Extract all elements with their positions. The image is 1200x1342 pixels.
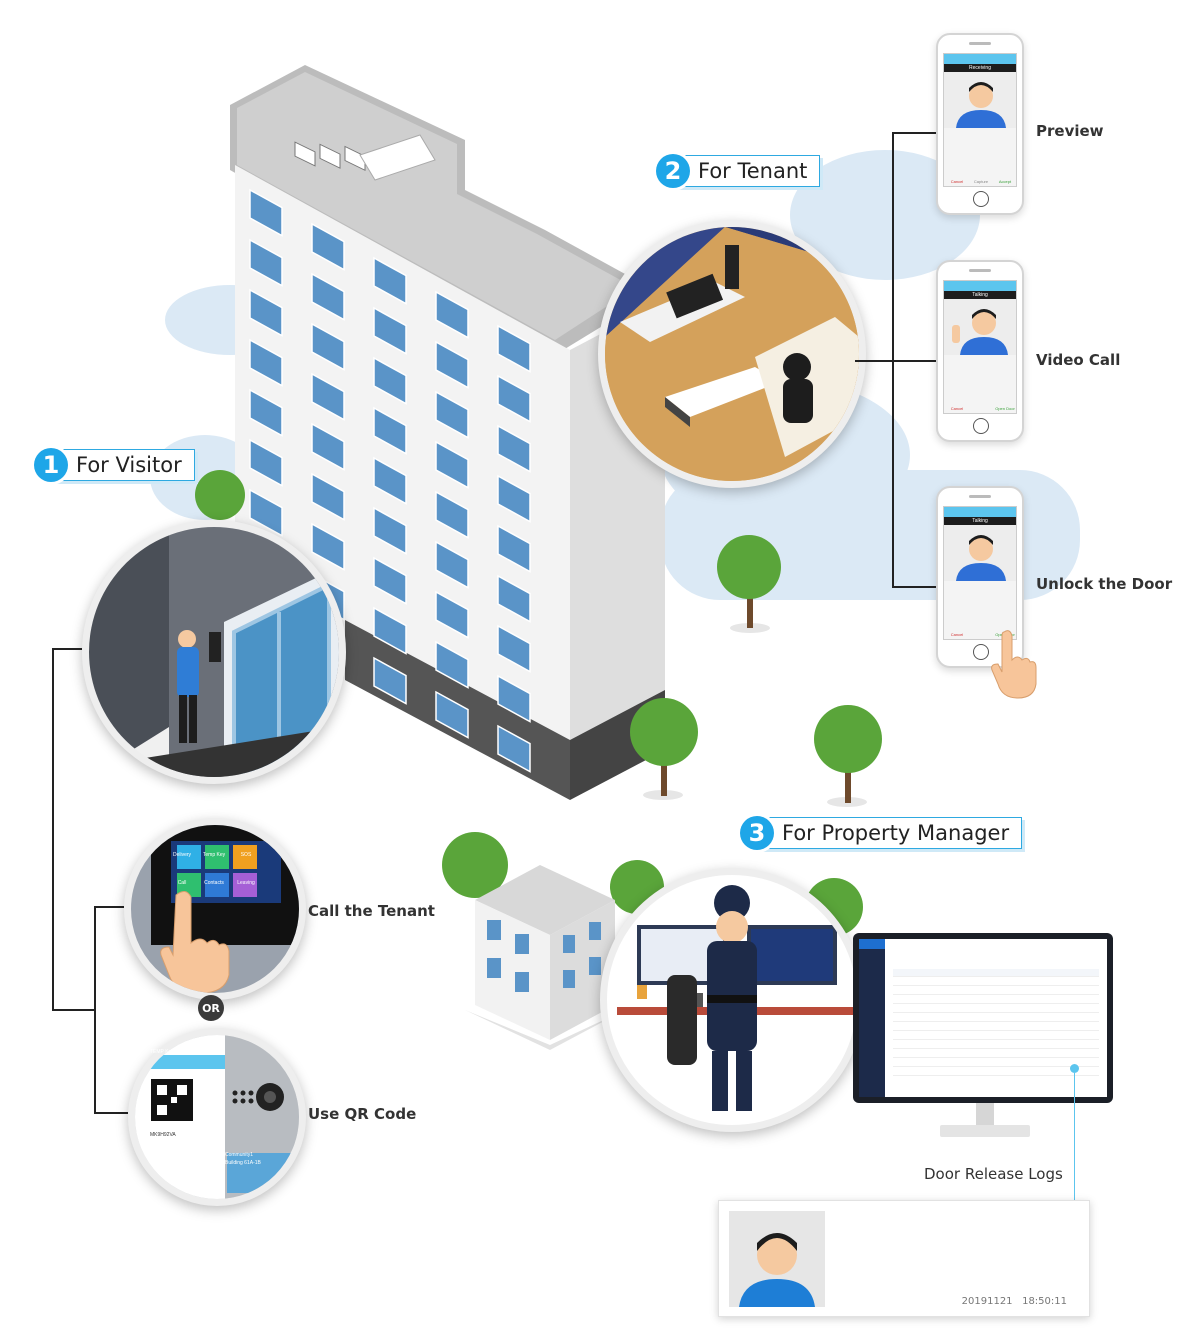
table-row xyxy=(893,1059,1099,1067)
cancel-button[interactable]: Cancel xyxy=(950,406,964,411)
connector-line xyxy=(94,1112,128,1114)
tile-captions: Delivery Temp Key SOS Call Contacts Leav… xyxy=(166,852,262,886)
visitor-photo xyxy=(729,1211,825,1307)
tree xyxy=(628,698,700,803)
call-state: Receiving xyxy=(944,64,1016,72)
qr-building: Building 61A-1B xyxy=(225,1160,261,1166)
indoor-panel-scene xyxy=(124,818,306,1000)
visitor-door-scene xyxy=(82,520,346,784)
connector-line xyxy=(892,132,894,587)
home-button-icon xyxy=(973,644,989,660)
role-label: For Tenant xyxy=(676,155,821,187)
connector-line xyxy=(94,906,96,1113)
connector-line xyxy=(892,360,936,362)
phone-unlock-door: Talking Cancel Open Door xyxy=(936,486,1024,668)
table-row xyxy=(893,996,1099,1004)
tile-caption[interactable]: Call xyxy=(177,880,187,886)
role-number: 2 xyxy=(656,154,690,188)
monitor xyxy=(853,933,1113,1103)
home-button-icon xyxy=(973,418,989,434)
role-tag-property-manager: 3 For Property Manager xyxy=(740,816,1023,850)
role-tag-tenant: 2 For Tenant xyxy=(656,154,821,188)
role-tag-visitor: 1 For Visitor xyxy=(34,448,195,482)
visitor-video xyxy=(944,72,1016,128)
table-row xyxy=(893,1005,1099,1013)
door-release-logs-label: Door Release Logs xyxy=(924,1165,1063,1183)
tile-caption[interactable]: Leaving xyxy=(237,880,255,886)
table-row xyxy=(893,978,1099,986)
call-state: Talking xyxy=(944,517,1016,525)
step-label: Preview xyxy=(1036,122,1104,140)
logs-topbar xyxy=(859,939,885,949)
log-record-card: 20191121 18:50:11 xyxy=(718,1200,1090,1317)
cancel-button[interactable]: Cancel xyxy=(950,179,964,184)
tree xyxy=(442,832,510,912)
property-manager-scene xyxy=(600,868,864,1132)
cancel-button[interactable]: Cancel xyxy=(950,632,964,637)
tree xyxy=(812,705,884,810)
qr-community: Community1 xyxy=(225,1152,254,1158)
phone-preview: Receiving Cancel Capture Accept xyxy=(936,33,1024,215)
tile-caption[interactable]: SOS xyxy=(240,852,252,858)
tile-caption[interactable]: Contacts xyxy=(204,880,224,886)
capture-button[interactable]: Capture xyxy=(973,179,989,184)
role-label: For Property Manager xyxy=(760,817,1023,849)
qr-code-scene xyxy=(128,1028,306,1206)
log-pointer-line xyxy=(1074,1073,1075,1201)
accept-button[interactable]: Accept xyxy=(998,179,1012,184)
tree xyxy=(195,470,245,540)
tile-caption[interactable]: Delivery xyxy=(172,852,192,858)
monitor-stand xyxy=(940,1103,1030,1137)
tile-caption[interactable]: Temp Key xyxy=(202,852,226,858)
table-row xyxy=(893,1041,1099,1049)
tree xyxy=(715,535,785,635)
open-door-button[interactable]: Open Door xyxy=(995,406,1015,411)
table-row xyxy=(893,1023,1099,1031)
connector-line xyxy=(94,906,124,908)
tenant-living-room-scene xyxy=(598,220,866,488)
connector-line xyxy=(855,360,893,362)
logs-screen xyxy=(859,939,1107,1097)
qr-header: TEMP Key Info xyxy=(150,1049,184,1055)
visitor-video xyxy=(944,525,1016,581)
role-number: 3 xyxy=(740,816,774,850)
table-row xyxy=(893,1032,1099,1040)
home-button-icon xyxy=(973,191,989,207)
logs-table xyxy=(893,969,1099,1077)
step-label: Unlock the Door xyxy=(1036,575,1173,593)
role-label: For Visitor xyxy=(54,449,195,481)
table-row xyxy=(893,1014,1099,1022)
qr-code-text: MK9H92VA xyxy=(150,1132,176,1138)
table-row xyxy=(893,1050,1099,1058)
tapping-hand-icon xyxy=(991,630,1037,699)
role-number: 1 xyxy=(34,448,68,482)
call-state: Talking xyxy=(944,291,1016,299)
connector-line xyxy=(892,132,936,134)
log-timestamp: 20191121 18:50:11 xyxy=(961,1296,1067,1307)
visitor-video xyxy=(944,299,1016,355)
connector-line xyxy=(52,648,82,650)
table-row xyxy=(893,987,1099,995)
log-pointer-dot xyxy=(1070,1064,1079,1073)
office-building xyxy=(465,865,625,1050)
connector-line xyxy=(52,648,54,1010)
step-label: Video Call xyxy=(1036,351,1121,369)
or-badge: OR xyxy=(198,995,224,1021)
method-label: Use QR Code xyxy=(308,1105,417,1123)
table-row xyxy=(893,969,1099,977)
connector-line xyxy=(52,1009,94,1011)
table-row xyxy=(893,1068,1099,1076)
connector-line xyxy=(892,586,936,588)
phone-video-call: Talking Cancel Open Door xyxy=(936,260,1024,442)
method-label: Call the Tenant xyxy=(308,902,435,920)
logs-sidebar xyxy=(859,939,885,1097)
